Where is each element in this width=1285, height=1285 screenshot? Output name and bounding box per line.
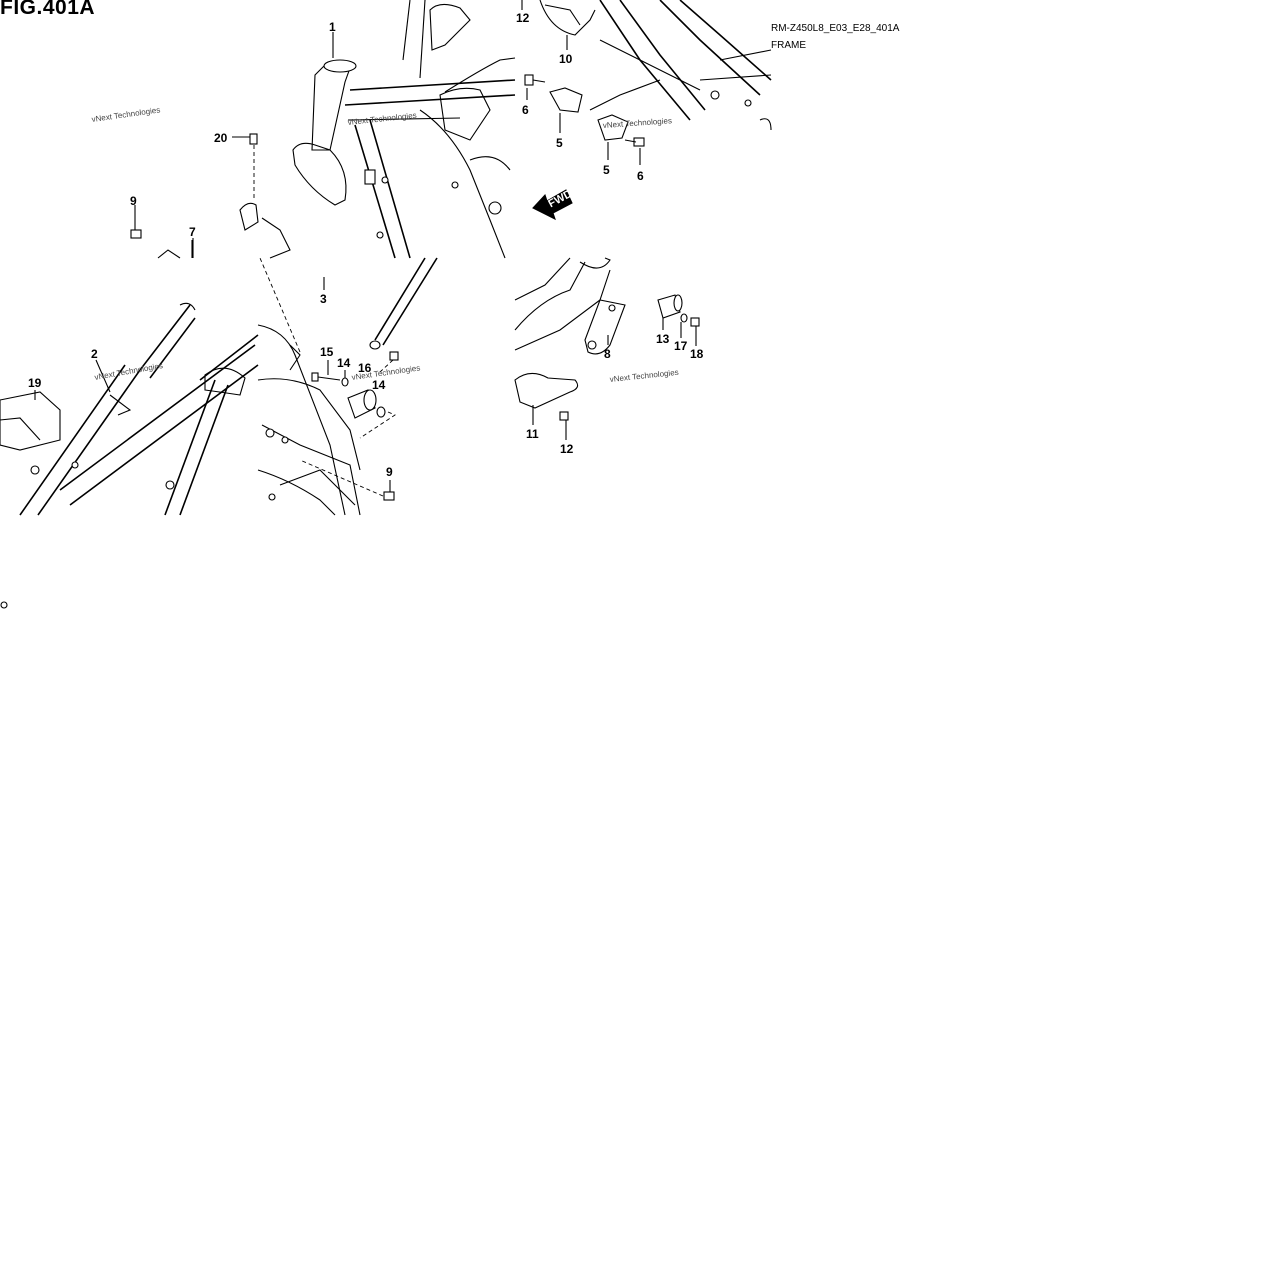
model-code-label: RM-Z450L8_E03_E28_401A — [771, 23, 900, 34]
callout-20: 20 — [214, 131, 228, 145]
figure-title: FIG.401A — [0, 0, 96, 19]
main-frame-drawing — [292, 0, 516, 259]
callout-6a: 6 — [522, 103, 529, 117]
watermark-text: vNext Technologies — [347, 111, 417, 127]
watermark-text: vNext Technologies — [94, 361, 164, 382]
watermark-text: vNext Technologies — [91, 105, 161, 124]
callout-17: 17 — [674, 339, 688, 353]
section-name-label: FRAME — [771, 40, 806, 51]
callout-9b: 9 — [386, 465, 393, 479]
leader-lines — [34, 0, 697, 492]
callout-5b: 5 — [603, 163, 610, 177]
callout-9a: 9 — [130, 194, 137, 208]
fwd-arrow-icon: FWD — [532, 188, 574, 221]
callout-10: 10 — [559, 52, 573, 66]
callout-8: 8 — [604, 347, 611, 361]
rear-frame-drawing — [524, 0, 772, 147]
callout-18: 18 — [690, 347, 704, 361]
callout-13: 13 — [656, 332, 670, 346]
callout-19: 19 — [28, 376, 42, 390]
callout-14b: 14 — [372, 378, 386, 392]
callout-12a: 12 — [516, 11, 530, 25]
callout-14: 14 — [337, 356, 351, 370]
callout-3: 3 — [320, 292, 327, 306]
watermark-text: vNext Technologies — [609, 368, 679, 384]
engine-mount-drawing — [257, 257, 438, 516]
callouts: 1 2 3 5 5 6 6 7 8 9 9 10 11 12 12 13 14 … — [28, 11, 704, 479]
callout-5a: 5 — [556, 136, 563, 150]
callout-15: 15 — [320, 345, 334, 359]
left-bracket-drawing — [130, 133, 291, 259]
lower-frame-drawing — [0, 302, 259, 516]
callout-16: 16 — [358, 361, 372, 375]
callout-6b: 6 — [637, 169, 644, 183]
callout-11: 11 — [526, 427, 539, 441]
callout-1: 1 — [329, 20, 336, 34]
footrest-mount-drawing — [0, 257, 700, 609]
callout-2: 2 — [91, 347, 98, 361]
callout-12b: 12 — [560, 442, 574, 456]
callout-7: 7 — [189, 225, 196, 239]
